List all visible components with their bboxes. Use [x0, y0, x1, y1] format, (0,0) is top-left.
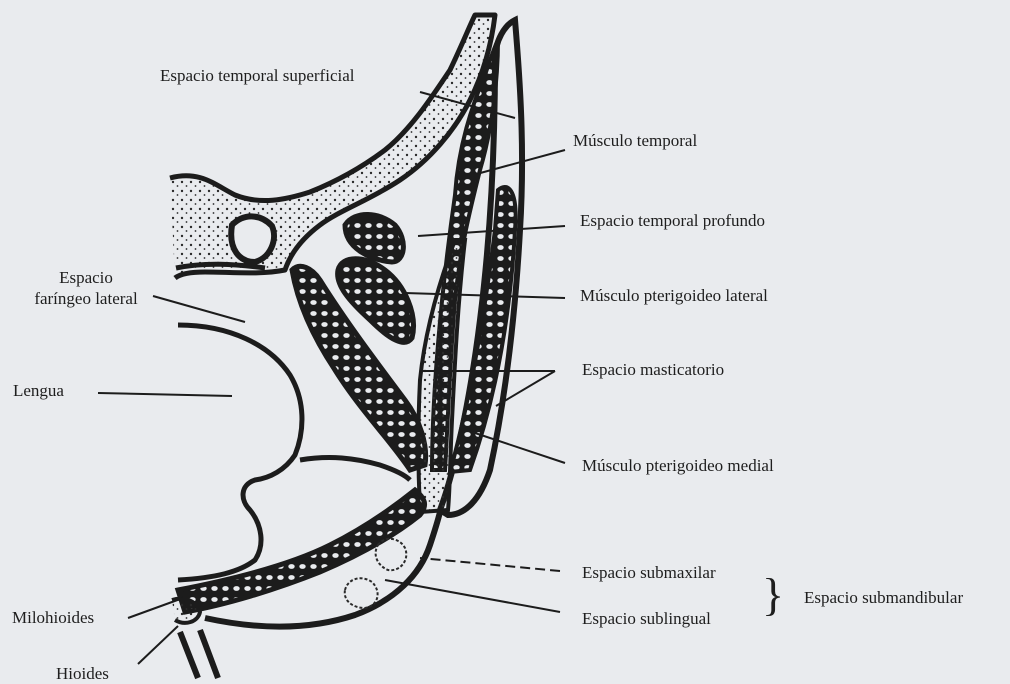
- hyoid-bone: [172, 599, 200, 623]
- label-hioides: Hioides: [56, 664, 109, 684]
- label-musculo-temporal: Músculo temporal: [573, 131, 697, 151]
- leader-submaxilar: [420, 558, 560, 571]
- label-milohioides: Milohioides: [12, 608, 94, 628]
- tongue-outline: [178, 325, 302, 580]
- gland-sublingual: [345, 578, 378, 608]
- gland-submaxilar: [376, 539, 407, 570]
- label-lengua: Lengua: [13, 381, 64, 401]
- label-espacio-submandibular: Espacio submandibular: [804, 588, 963, 608]
- skull-bone: [170, 15, 495, 278]
- label-espacio-faringeo-1: Espacio: [36, 268, 136, 288]
- label-musculo-pterigoideo-lateral: Músculo pterigoideo lateral: [580, 286, 768, 306]
- label-espacio-sublingual: Espacio sublingual: [582, 609, 711, 629]
- label-espacio-temporal-profundo: Espacio temporal profundo: [580, 211, 765, 231]
- leader-pterigoideo-medial: [466, 430, 565, 463]
- leader-hioides: [138, 626, 178, 664]
- bone-opening: [231, 216, 274, 262]
- label-espacio-faringeo-2: faríngeo lateral: [14, 289, 158, 309]
- mylohyoid-band: [178, 490, 425, 612]
- label-musculo-pterigoideo-medial: Músculo pterigoideo medial: [582, 456, 774, 476]
- leader-lengua: [98, 393, 232, 396]
- pharynx-line: [300, 458, 410, 480]
- hyoid-lines: [180, 630, 218, 678]
- label-espacio-temporal-superficial: Espacio temporal superficial: [160, 66, 354, 86]
- leader-faringeo: [153, 296, 245, 322]
- pterygoid-oval-upper: [345, 214, 403, 262]
- label-espacio-submaxilar: Espacio submaxilar: [582, 563, 716, 583]
- label-espacio-masticatorio: Espacio masticatorio: [582, 360, 724, 380]
- brace-icon: }: [762, 572, 784, 618]
- leader-sublingual: [385, 580, 560, 612]
